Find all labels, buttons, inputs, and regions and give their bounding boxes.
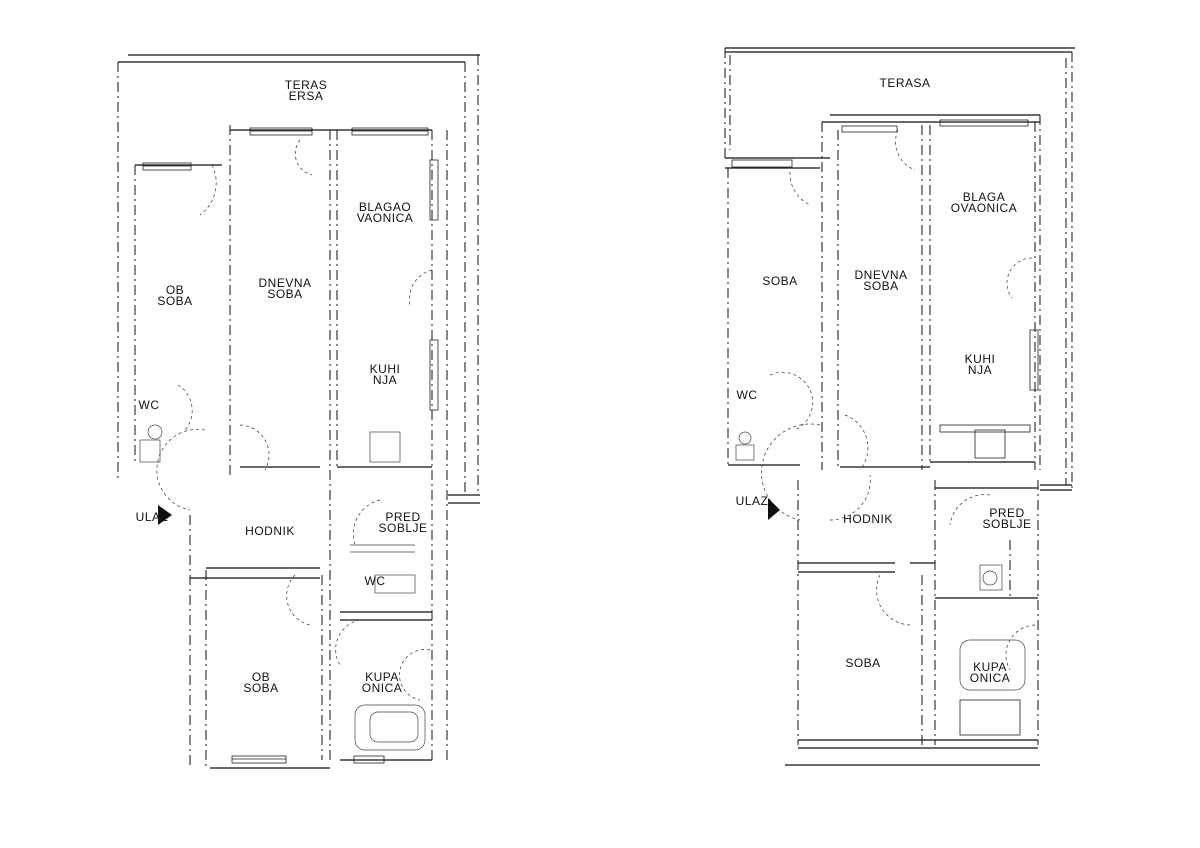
plan-right xyxy=(724,47,1075,766)
room-label-line: TERAS xyxy=(284,78,328,92)
room-label-kuhinja: KUHI NJA xyxy=(950,352,1010,377)
room-label-soba-left: SOBA xyxy=(755,274,805,288)
room-label-wc-bath: WC xyxy=(360,574,390,588)
room-label-line: WC xyxy=(736,388,758,402)
outer-walls-right xyxy=(725,114,1041,766)
room-label-terrace: TERASA xyxy=(870,76,940,90)
room-label-line: OVAONICA xyxy=(950,201,1018,215)
fixtures-left xyxy=(139,424,426,751)
room-label-line: WC xyxy=(364,574,386,588)
plan-left xyxy=(117,54,480,769)
room-label-ulaz: ULAZ xyxy=(732,494,772,508)
door-swings-right xyxy=(761,129,1036,671)
room-label-line: NJA xyxy=(967,363,993,377)
room-label-soba-bottom: OB SOBA xyxy=(236,670,286,695)
room-label-line: TERASA xyxy=(879,76,931,90)
room-label-soba-left: OB SOBA xyxy=(150,283,200,308)
room-label-wc-small: WC xyxy=(134,398,164,412)
room-label-soba-bottom: SOBA xyxy=(838,656,888,670)
terrace-outline-right xyxy=(724,47,1075,491)
room-label-line: KUPA xyxy=(973,660,1007,674)
room-label-line: KUPA xyxy=(365,670,399,684)
room-label-line: SOBA xyxy=(762,274,798,288)
room-label-predsoblje: PRED SOBLJE xyxy=(980,506,1034,531)
room-label-line: SOBA xyxy=(243,681,279,695)
room-label-hodnik: HODNIK xyxy=(240,524,300,538)
room-label-line: SOBLJE xyxy=(378,521,428,535)
entrance-arrow-left xyxy=(158,505,172,525)
room-label-line: BLAGAO xyxy=(358,200,412,214)
room-label-wc-small: WC xyxy=(732,388,762,402)
room-label-line: SOBA xyxy=(267,287,303,301)
room-label-line: KUHI xyxy=(964,352,996,366)
room-label-line: BLAGA xyxy=(962,190,1006,204)
entrance-arrow-right xyxy=(768,498,780,520)
room-label-line: SOBA xyxy=(863,279,899,293)
room-label-kupaonica: KUPA ONICA xyxy=(350,670,414,695)
windows-left xyxy=(142,127,439,764)
room-label-kupaonica: KUPA ONICA xyxy=(955,660,1025,685)
room-label-line: ULAZ xyxy=(135,510,169,524)
room-label-line: ONICA xyxy=(969,671,1011,685)
room-label-blagovaonica: BLAGA OVAONICA xyxy=(940,190,1028,215)
room-label-line: PRED xyxy=(989,506,1025,520)
door-swings-left xyxy=(156,139,433,701)
room-label-line: HODNIK xyxy=(843,512,893,526)
room-label-line: WC xyxy=(138,398,160,412)
room-label-line: ONICA xyxy=(361,681,403,695)
room-label-line: SOBA xyxy=(157,294,193,308)
room-label-line: DNEVNA xyxy=(854,268,908,282)
room-label-hodnik: HODNIK xyxy=(838,512,898,526)
room-label-line: VAONICA xyxy=(356,211,414,225)
room-label-line: KUHI xyxy=(369,362,401,376)
room-label-line: ERSA xyxy=(288,89,324,103)
outer-walls-left xyxy=(134,125,448,769)
terrace-outline-left xyxy=(117,54,480,504)
room-label-line: NJA xyxy=(372,373,398,387)
room-label-line: OB xyxy=(251,670,271,684)
fixtures-right xyxy=(735,431,1026,691)
room-label-kuhinja: KUHI NJA xyxy=(355,362,415,387)
room-label-line: ULAZ xyxy=(735,494,769,508)
room-label-line: OB xyxy=(165,283,185,297)
room-label-line: PRED xyxy=(385,510,421,524)
room-label-line: SOBLJE xyxy=(982,517,1032,531)
room-label-dnevna: DNEVNA SOBA xyxy=(845,268,917,293)
room-label-terrace: TERAS ERSA xyxy=(276,78,336,103)
room-label-ulaz: ULAZ xyxy=(132,510,172,524)
windows-right xyxy=(731,119,1039,736)
room-label-predsoblje: PRED SOBLJE xyxy=(378,510,428,535)
room-label-line: SOBA xyxy=(845,656,881,670)
room-label-blagovaonica: BLAGAO VAONICA xyxy=(346,200,424,225)
room-label-dnevna: DNEVNA SOBA xyxy=(250,276,320,301)
room-label-line: DNEVNA xyxy=(258,276,312,290)
room-label-line: HODNIK xyxy=(245,524,295,538)
